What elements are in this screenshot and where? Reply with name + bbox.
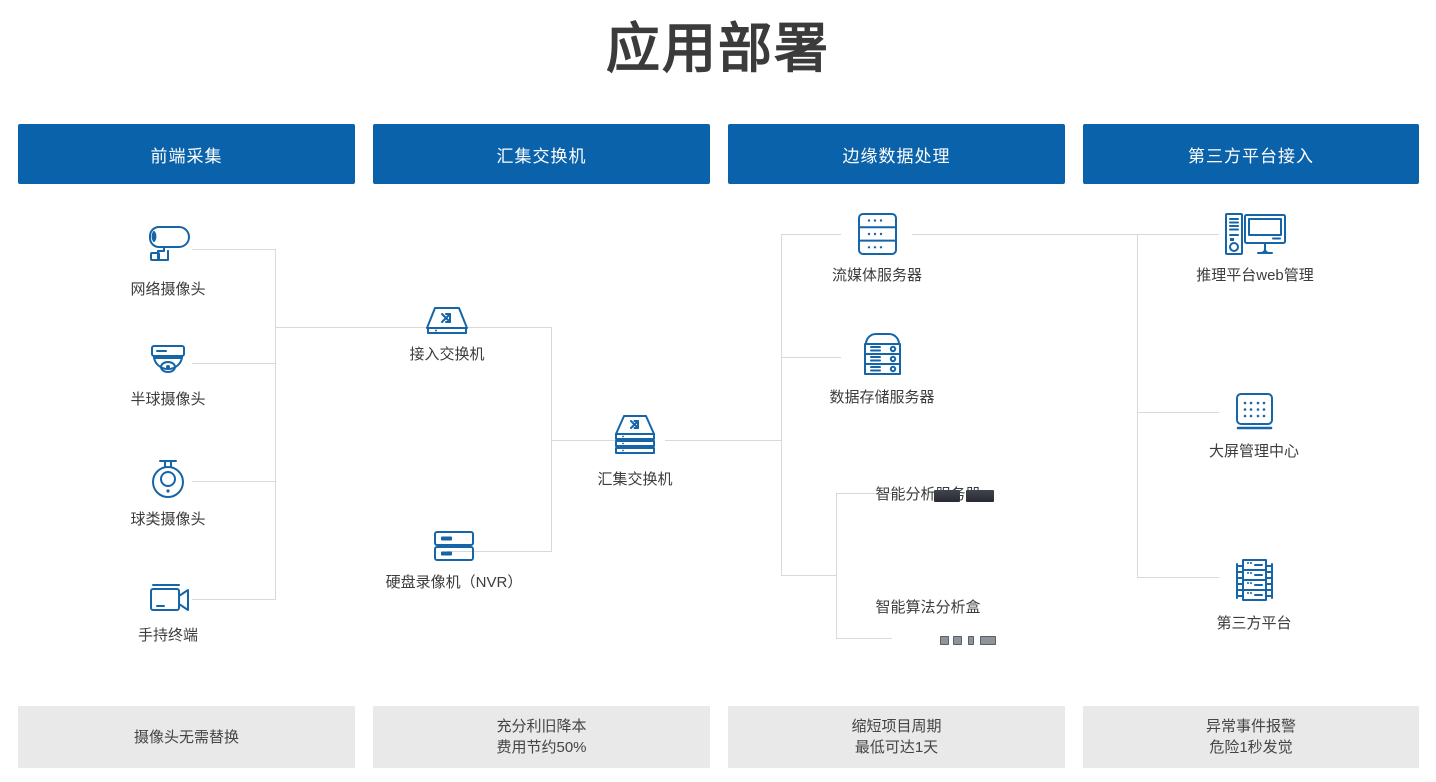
column-header-front-end-collection[interactable]: 前端采集: [18, 124, 355, 184]
storage-server-icon: [852, 330, 912, 380]
node-label: 半球摄像头: [130, 391, 206, 408]
node-label: 手持终端: [137, 627, 198, 644]
column-header-label: 前端采集: [150, 146, 223, 166]
stacked-switch-icon: [605, 412, 665, 462]
connector-subtrunk: [836, 493, 837, 638]
node-access-switch[interactable]: 接入交换机: [347, 303, 547, 365]
connector-trunk: [781, 234, 782, 575]
column-header-label: 边缘数据处理: [842, 146, 951, 166]
nvr-icon: [424, 527, 484, 565]
connector-trunk: [551, 327, 552, 551]
handheld-camcorder-icon: [140, 580, 196, 618]
connector-trunk: [275, 249, 276, 600]
footer-line: 异常事件报警: [1205, 718, 1296, 735]
column-header-label: 汇集交换机: [496, 146, 587, 166]
column-header-third-party-platform-access[interactable]: 第三方平台接入: [1083, 124, 1419, 184]
rj45-port-icon: [940, 636, 949, 645]
node-aggregation-switch[interactable]: 汇集交换机: [535, 412, 735, 490]
connector-line: [192, 481, 276, 482]
connector-line: [665, 440, 782, 441]
node-label: 第三方平台: [1216, 615, 1292, 632]
node-label: 推理平台web管理: [1196, 267, 1314, 284]
serial-port-icon: [980, 636, 996, 645]
node-label: 接入交换机: [409, 346, 485, 363]
connector-line: [192, 363, 276, 364]
node-label: 智能算法分析盒: [875, 599, 981, 616]
usb-port-icon: [968, 636, 974, 645]
footer-aggregation-switch: 充分利旧降本 费用节约50%: [373, 706, 710, 768]
node-network-camera[interactable]: 网络摄像头: [68, 222, 268, 300]
node-label: 汇集交换机: [597, 471, 673, 488]
page-title: 应用部署: [606, 19, 830, 79]
network-switch-icon: [417, 303, 477, 337]
node-nvr[interactable]: 硬盘录像机（NVR）: [354, 527, 554, 593]
footer-line: 危险1秒发觉: [1209, 739, 1293, 756]
connector-line: [551, 440, 635, 441]
node-label: 网络摄像头: [130, 281, 206, 298]
bullet-camera-icon: [140, 222, 196, 272]
connector-line: [781, 357, 841, 358]
connector-line: [192, 599, 276, 600]
connector-line: [836, 638, 892, 639]
connector-line: [1137, 412, 1219, 413]
dome-camera-icon: [140, 342, 196, 382]
connector-line: [1137, 234, 1219, 235]
node-third-party-platform[interactable]: 第三方平台: [1154, 556, 1354, 634]
desktop-computer-icon: [1218, 210, 1292, 258]
node-dome-camera[interactable]: 半球摄像头: [68, 342, 268, 410]
node-label: 硬盘录像机（NVR）: [385, 574, 523, 591]
footer-line: 摄像头无需替换: [133, 728, 239, 746]
node-data-storage-server[interactable]: 数据存储服务器: [782, 330, 982, 408]
connector-line: [447, 551, 552, 552]
footer-line: 缩短项目周期: [851, 718, 942, 735]
footer-line: 充分利旧降本: [496, 718, 587, 735]
node-streaming-server[interactable]: 流媒体服务器: [777, 210, 977, 286]
node-ptz-camera[interactable]: 球类摄像头: [68, 456, 268, 530]
node-label: 数据存储服务器: [829, 389, 935, 406]
connector-line: [781, 234, 841, 235]
server-rack-icon: [1224, 556, 1284, 606]
node-intelligent-analysis-server[interactable]: 智能分析服务器: [828, 477, 1028, 505]
rack-server-icon: [847, 210, 907, 258]
footer-third-party-platform-access: 异常事件报警 危险1秒发觉: [1083, 706, 1419, 768]
connector-line: [447, 327, 552, 328]
footer-edge-data-processing: 缩短项目周期 最低可达1天: [728, 706, 1065, 768]
connector-line: [192, 249, 276, 250]
footer-line: 最低可达1天: [854, 739, 939, 756]
connector-line: [912, 234, 1138, 235]
node-label: 球类摄像头: [130, 511, 206, 528]
column-header-edge-data-processing[interactable]: 边缘数据处理: [728, 124, 1065, 184]
node-label: 流媒体服务器: [831, 267, 922, 284]
connector-line: [1137, 577, 1219, 578]
node-label: 大屏管理中心: [1208, 443, 1299, 460]
connector-trunk: [1137, 234, 1138, 577]
node-label: 智能分析服务器: [875, 486, 981, 503]
connector-line: [836, 493, 892, 494]
ptz-camera-icon: [140, 456, 196, 502]
column-header-aggregation-switch[interactable]: 汇集交换机: [373, 124, 710, 184]
node-large-screen-management-center[interactable]: 大屏管理中心: [1154, 390, 1354, 462]
column-header-label: 第三方平台接入: [1188, 146, 1314, 166]
node-intelligent-algorithm-box[interactable]: 智能算法分析盒: [828, 598, 1028, 645]
video-wall-icon: [1224, 390, 1284, 434]
node-inference-platform-web-management[interactable]: 推理平台web管理: [1155, 210, 1355, 286]
footer-front-end-collection: 摄像头无需替换: [18, 706, 355, 768]
connector-line: [781, 575, 836, 576]
connector-line: [275, 327, 447, 328]
rj45-port-icon: [953, 636, 962, 645]
footer-line: 费用节约50%: [496, 739, 587, 756]
node-handheld-terminal[interactable]: 手持终端: [68, 580, 268, 646]
